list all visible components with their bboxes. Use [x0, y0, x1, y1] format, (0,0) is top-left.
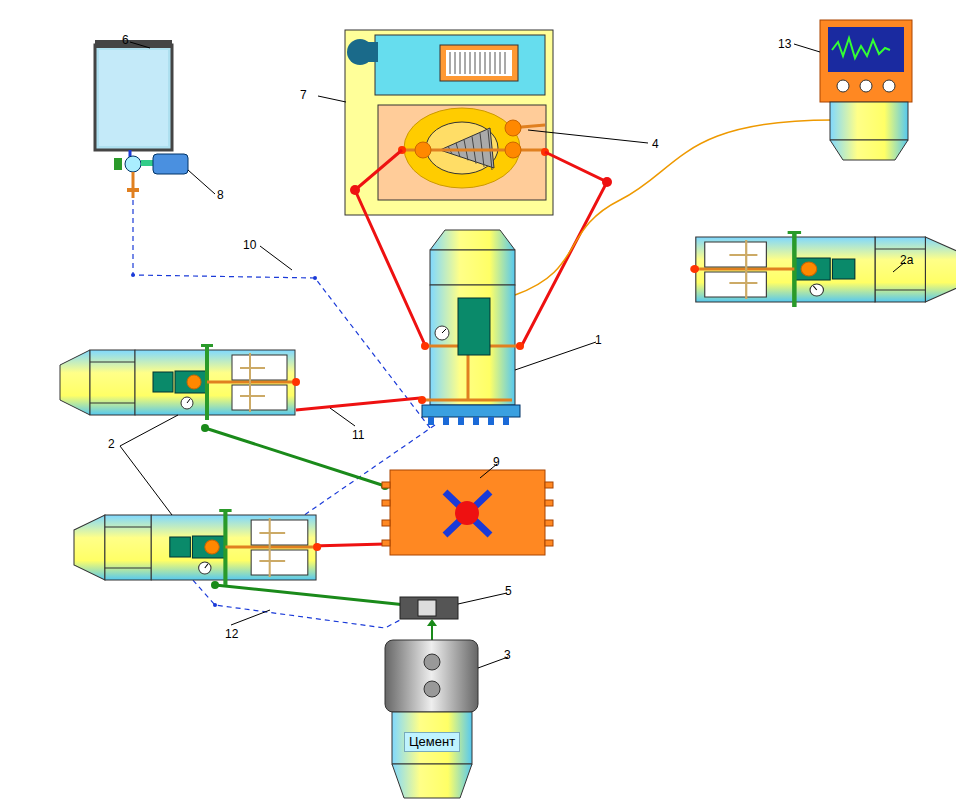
callout-number: 4: [652, 137, 659, 151]
callout-number: 10: [243, 238, 256, 252]
callout-number: 1: [595, 333, 602, 347]
callout-number: 2a: [900, 253, 913, 267]
callout-number: 9: [493, 455, 500, 469]
callout-number: 7: [300, 88, 307, 102]
cargo-label: Цемент: [404, 732, 460, 752]
callout-number: 12: [225, 627, 238, 641]
callout-number: 13: [778, 37, 791, 51]
callout-number: 3: [504, 648, 511, 662]
callout-number: 5: [505, 584, 512, 598]
label-text: Цемент: [409, 734, 455, 750]
callout-number: 11: [352, 428, 364, 442]
callout-number: 8: [217, 188, 224, 202]
callout-number: 2: [108, 437, 115, 451]
callout-number: 6: [122, 33, 129, 47]
